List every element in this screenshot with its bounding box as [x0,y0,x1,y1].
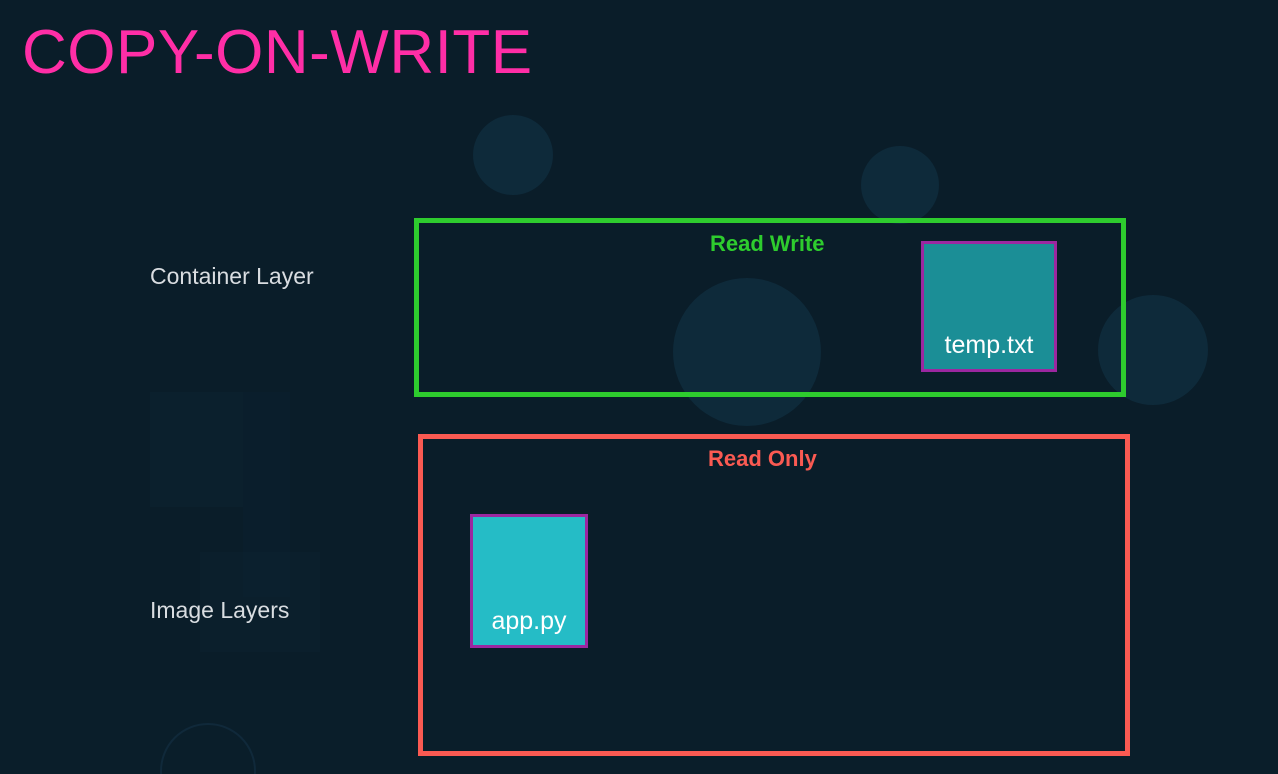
layer-box-read-write [414,218,1126,397]
decor-circle-1 [473,115,553,195]
decor-rect-2 [243,392,290,597]
page-title: COPY-ON-WRITE [22,18,533,87]
file-name-app-py: app.py [491,607,567,635]
layer-box-read-only [418,434,1130,756]
file-tile-app-py[interactable]: app.py [470,514,588,648]
file-tile-temp-txt[interactable]: temp.txt [921,241,1057,372]
label-container-layer: Container Layer [150,263,314,289]
caption-read-write: Read Write [710,231,825,256]
file-name-temp-txt: temp.txt [944,331,1034,359]
decor-circle-2 [861,146,939,224]
label-image-layers: Image Layers [150,597,290,623]
decor-rect-1 [150,392,243,507]
caption-read-only: Read Only [708,446,817,471]
decor-circle-outline-1 [160,723,256,774]
